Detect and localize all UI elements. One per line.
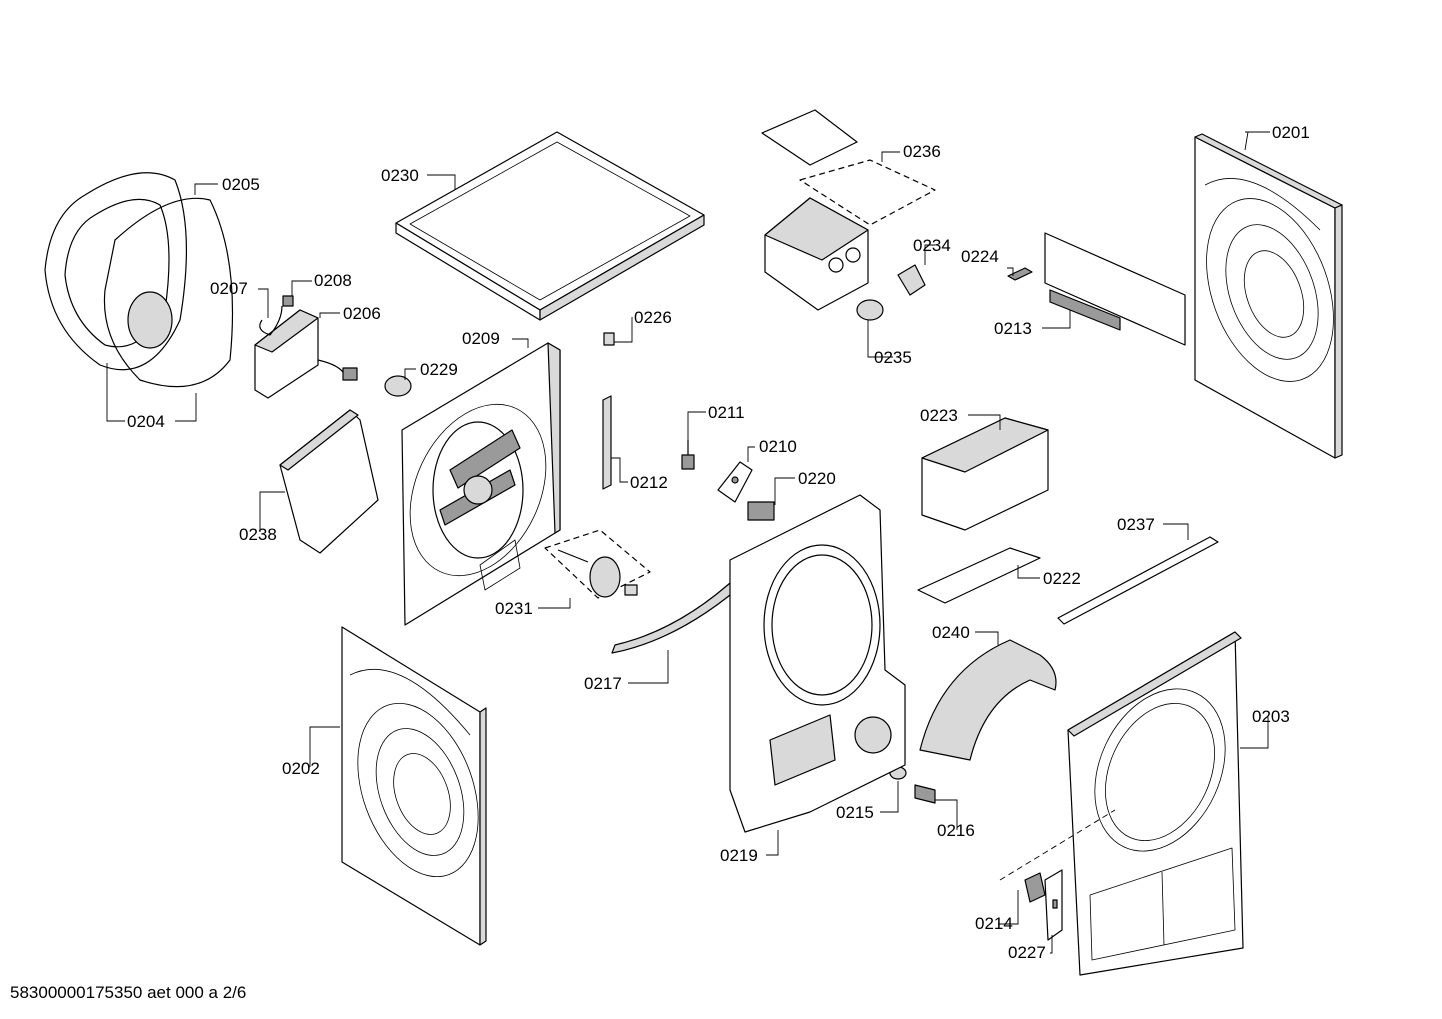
part-0214-catch (1024, 872, 1046, 903)
leader-lines (106, 131, 1270, 954)
label-0212: 0212 (630, 473, 668, 492)
part-0205-gasket (103, 197, 234, 388)
part-0201-side-panel (1194, 133, 1343, 459)
part-0208-clip (282, 295, 294, 307)
part-0207-cable (259, 305, 283, 336)
part-0209-rear-panel (401, 342, 561, 626)
label-0236: 0236 (903, 142, 941, 161)
label-0205: 0205 (222, 175, 260, 194)
part-0224-connector (1007, 267, 1033, 281)
label-0204: 0204 (127, 412, 165, 431)
label-0235: 0235 (874, 348, 912, 367)
part-0235-motor (856, 299, 884, 321)
part-0211-sensor (681, 440, 695, 470)
part-0210-bracket (717, 461, 753, 503)
label-0237: 0237 (1117, 515, 1155, 534)
part-0230-top-cover (395, 131, 705, 321)
label-0207: 0207 (210, 279, 248, 298)
label-0201: 0201 (1272, 123, 1310, 142)
label-0240: 0240 (932, 623, 970, 642)
part-0202-side-panel (341, 626, 487, 946)
assembly-line-door (999, 809, 1116, 881)
label-0209: 0209 (462, 329, 500, 348)
part-0213-board (1044, 232, 1186, 346)
label-0227: 0227 (1008, 943, 1046, 962)
label-0203: 0203 (1252, 707, 1290, 726)
label-0234: 0234 (913, 236, 951, 255)
diagram-reference-code: 58300000175350 aet 000 a 2/6 (10, 983, 246, 1002)
label-0214: 0214 (975, 914, 1013, 933)
label-0238: 0238 (239, 525, 277, 544)
part-0236-box (761, 109, 936, 311)
label-0230: 0230 (381, 166, 419, 185)
label-0215: 0215 (836, 803, 874, 822)
label-0210: 0210 (759, 437, 797, 456)
part-0216-plug (914, 784, 936, 804)
label-0217: 0217 (584, 674, 622, 693)
label-0223: 0223 (920, 406, 958, 425)
part-0234-socket (897, 264, 926, 296)
part-0206-module (254, 309, 358, 399)
label-0216: 0216 (937, 821, 975, 840)
part-0204-gasket (44, 172, 188, 371)
part-labels: 0201 0202 0203 0204 0205 0206 0207 0208 … (127, 123, 1310, 962)
part-0219-base (729, 494, 906, 833)
part-0212-rail (602, 395, 612, 490)
part-0237-strip (1057, 536, 1219, 625)
label-0219: 0219 (720, 846, 758, 865)
label-0206: 0206 (343, 304, 381, 323)
part-0229-valve (384, 375, 412, 397)
label-0229: 0229 (420, 360, 458, 379)
part-0238-duct (279, 409, 379, 554)
label-0224: 0224 (961, 247, 999, 266)
label-0231: 0231 (495, 599, 533, 618)
label-0220: 0220 (798, 469, 836, 488)
part-0240-duct (919, 639, 1057, 761)
part-0227-cover (1044, 869, 1063, 941)
part-0203-front-panel (1067, 631, 1244, 976)
label-0226: 0226 (634, 308, 672, 327)
part-0222-seal (917, 547, 1041, 604)
part-0226-clip (603, 332, 615, 346)
label-0202: 0202 (282, 759, 320, 778)
part-0223-filter (921, 417, 1049, 531)
label-0208: 0208 (314, 271, 352, 290)
label-0222: 0222 (1043, 569, 1081, 588)
label-0213: 0213 (994, 319, 1032, 338)
part-0220-switch (747, 501, 775, 521)
label-0211: 0211 (708, 403, 745, 422)
part-0231-hub (544, 529, 651, 599)
